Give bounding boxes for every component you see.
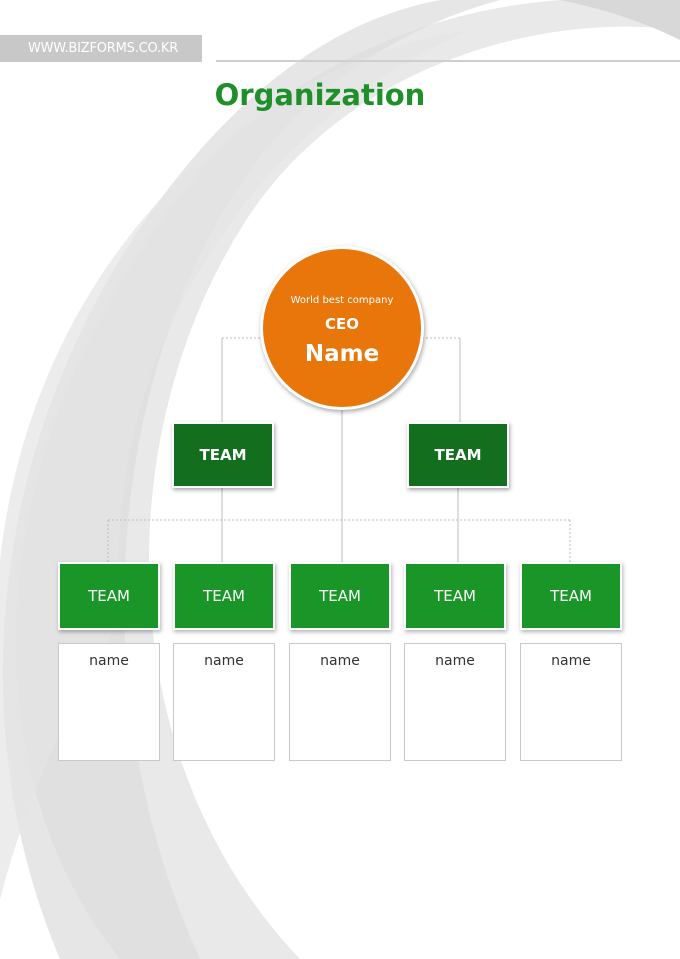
name-box-2: name (173, 643, 275, 761)
ceo-role: CEO (324, 315, 359, 333)
ceo-node: World best company CEO Name (260, 246, 424, 410)
header-divider (216, 60, 680, 62)
name-box-1: name (58, 643, 160, 761)
team-level2-5: TEAM (520, 562, 622, 630)
team-level2-4: TEAM (404, 562, 506, 630)
team-level1-right: TEAM (407, 422, 509, 488)
site-url-tag: WWW.BIZFORMS.CO.KR (0, 35, 202, 62)
team-level2-1: TEAM (58, 562, 160, 630)
name-box-3: name (289, 643, 391, 761)
name-box-5: name (520, 643, 622, 761)
team-level2-3: TEAM (289, 562, 391, 630)
team-level1-left: TEAM (172, 422, 274, 488)
ceo-subtitle: World best company (290, 295, 394, 306)
name-box-4: name (404, 643, 506, 761)
team-level2-2: TEAM (173, 562, 275, 630)
page-title: Organization (214, 78, 426, 112)
ceo-name: Name (304, 341, 380, 367)
